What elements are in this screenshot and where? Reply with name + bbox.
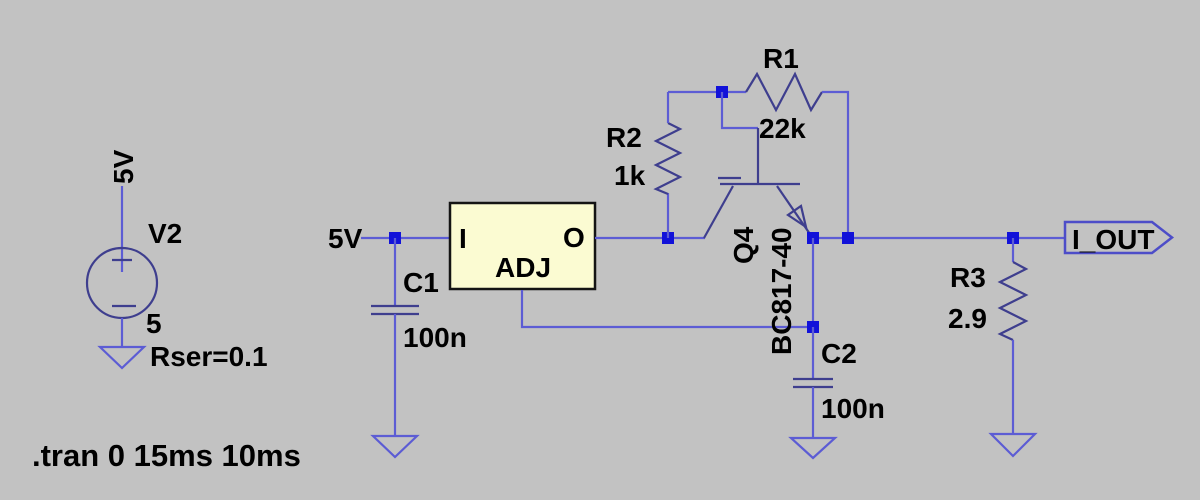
regulator-block[interactable]: I O ADJ bbox=[448, 201, 813, 329]
resistor-r3[interactable]: R3 2.9 bbox=[948, 238, 1038, 458]
q4-collector-lead[interactable] bbox=[703, 185, 734, 239]
r1-right-wire[interactable] bbox=[822, 90, 850, 238]
q4-base-wire[interactable] bbox=[720, 92, 758, 130]
q4-value-label[interactable]: BC817-40 bbox=[766, 227, 797, 355]
emitter-arrow-icon bbox=[786, 204, 808, 230]
ground-icon-c2[interactable] bbox=[788, 436, 838, 460]
r2-body[interactable] bbox=[653, 122, 683, 196]
transistor-q4[interactable]: Q4 BC817-40 bbox=[703, 92, 813, 355]
spice-directive[interactable]: .tran 0 15ms 10ms bbox=[32, 438, 301, 473]
input-rail[interactable]: 5V bbox=[328, 223, 450, 254]
r2-ref-label[interactable]: R2 bbox=[606, 122, 642, 153]
r3-body[interactable] bbox=[997, 261, 1029, 341]
ground-icon-c1[interactable] bbox=[370, 434, 420, 459]
c1-value-label[interactable]: 100n bbox=[403, 322, 467, 353]
capacitor-c2[interactable]: C2 100n bbox=[788, 327, 885, 460]
input-net-label[interactable]: 5V bbox=[328, 223, 363, 254]
adj-wire[interactable] bbox=[520, 290, 813, 329]
regulator-pin-out: O bbox=[563, 222, 585, 253]
ground-icon-r3[interactable] bbox=[988, 432, 1038, 458]
c2-value-label[interactable]: 100n bbox=[821, 393, 885, 424]
r2-value-label[interactable]: 1k bbox=[614, 160, 646, 191]
output-net-label[interactable]: I_OUT bbox=[1072, 224, 1154, 255]
r3-ref-label[interactable]: R3 bbox=[950, 262, 986, 293]
c2-ref-label[interactable]: C2 bbox=[821, 338, 857, 369]
r1-value-label[interactable]: 22k bbox=[759, 113, 806, 144]
capacitor-c1[interactable]: C1 100n bbox=[370, 238, 467, 459]
r1-body[interactable] bbox=[745, 71, 823, 113]
v2-value-label[interactable]: 5 bbox=[146, 308, 162, 339]
r3-value-label[interactable]: 2.9 bbox=[948, 303, 987, 334]
junction-dot bbox=[842, 232, 854, 244]
v2-net-label[interactable]: 5V bbox=[108, 149, 139, 184]
regulator-body[interactable] bbox=[448, 201, 597, 291]
net-flag-icon[interactable] bbox=[1063, 220, 1175, 255]
v2-param-label[interactable]: Rser=0.1 bbox=[150, 341, 268, 372]
regulator-pin-in: I bbox=[459, 223, 467, 254]
v2-ref-label[interactable]: V2 bbox=[148, 218, 182, 249]
c1-ref-label[interactable]: C1 bbox=[403, 267, 439, 298]
resistor-r1[interactable]: R1 22k bbox=[745, 43, 850, 238]
resistor-r2[interactable]: R2 1k bbox=[606, 90, 746, 238]
r1-ref-label[interactable]: R1 bbox=[763, 43, 799, 74]
ground-icon-v2[interactable] bbox=[97, 345, 147, 370]
q4-ref-label[interactable]: Q4 bbox=[728, 226, 759, 264]
voltage-source-v2[interactable]: 5V V2 5 Rser=0.1 bbox=[85, 149, 268, 372]
regulator-pin-adj: ADJ bbox=[495, 252, 551, 283]
output-net-flag[interactable]: I_OUT bbox=[1063, 220, 1175, 255]
